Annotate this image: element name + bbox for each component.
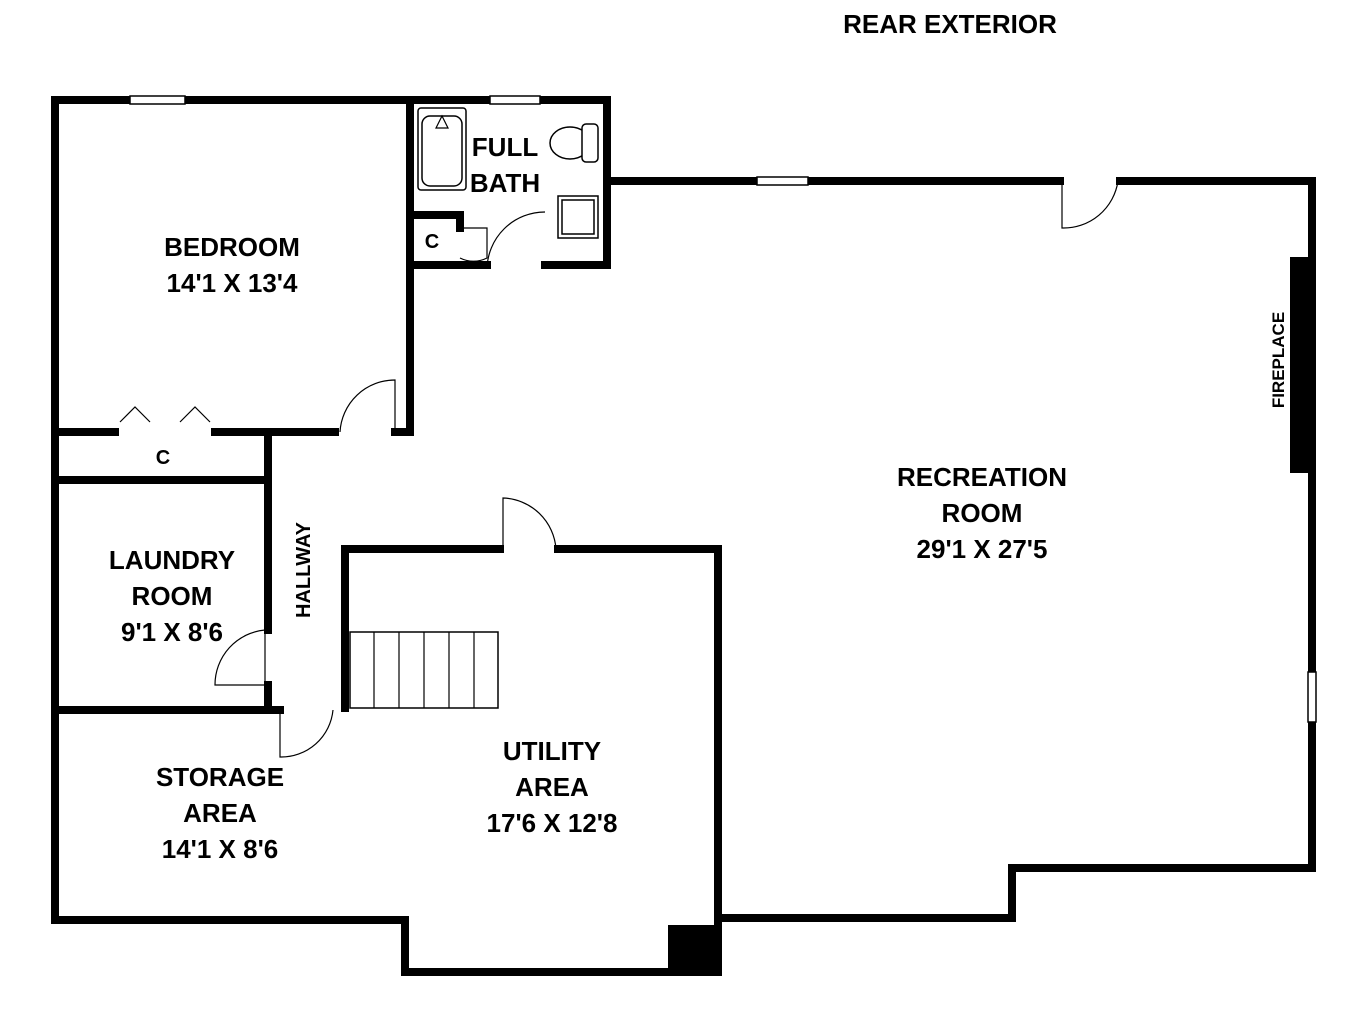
window xyxy=(489,95,541,105)
bedroom-name: BEDROOM xyxy=(164,232,300,262)
stairs xyxy=(349,631,499,709)
recreation-label-2: ROOM xyxy=(942,498,1023,528)
doors xyxy=(119,180,1119,758)
bathroom-fixtures xyxy=(417,107,599,239)
fireplace-label: FIREPLACE xyxy=(1269,312,1288,408)
window xyxy=(756,176,809,186)
recreation-label-1: RECREATION xyxy=(897,462,1067,492)
storage-label-2: AREA xyxy=(183,798,257,828)
bath-label-1: FULL xyxy=(472,132,539,162)
laundry-label-2: ROOM xyxy=(132,581,213,611)
utility-size: 17'6 X 12'8 xyxy=(487,808,618,838)
windows xyxy=(129,95,1317,723)
storage-size: 14'1 X 8'6 xyxy=(162,834,278,864)
utility-label-2: AREA xyxy=(515,772,589,802)
structural-column xyxy=(668,925,720,972)
recreation-size: 29'1 X 27'5 xyxy=(917,534,1048,564)
window xyxy=(129,95,186,105)
fireplace xyxy=(1290,257,1312,473)
bath-closet-label: C xyxy=(425,231,439,253)
bedroom-size: 14'1 X 13'4 xyxy=(167,268,298,298)
bedroom-closet-label: C xyxy=(156,447,170,469)
laundry-size: 9'1 X 8'6 xyxy=(121,617,223,647)
rear-exterior-label: REAR EXTERIOR xyxy=(843,9,1057,39)
bath-label-2: BATH xyxy=(470,168,540,198)
hallway-label: HALLWAY xyxy=(293,521,315,618)
utility-label-1: UTILITY xyxy=(503,736,601,766)
laundry-label-1: LAUNDRY xyxy=(109,545,235,575)
walls xyxy=(51,96,1316,976)
window xyxy=(1307,671,1317,723)
storage-label-1: STORAGE xyxy=(156,762,284,792)
